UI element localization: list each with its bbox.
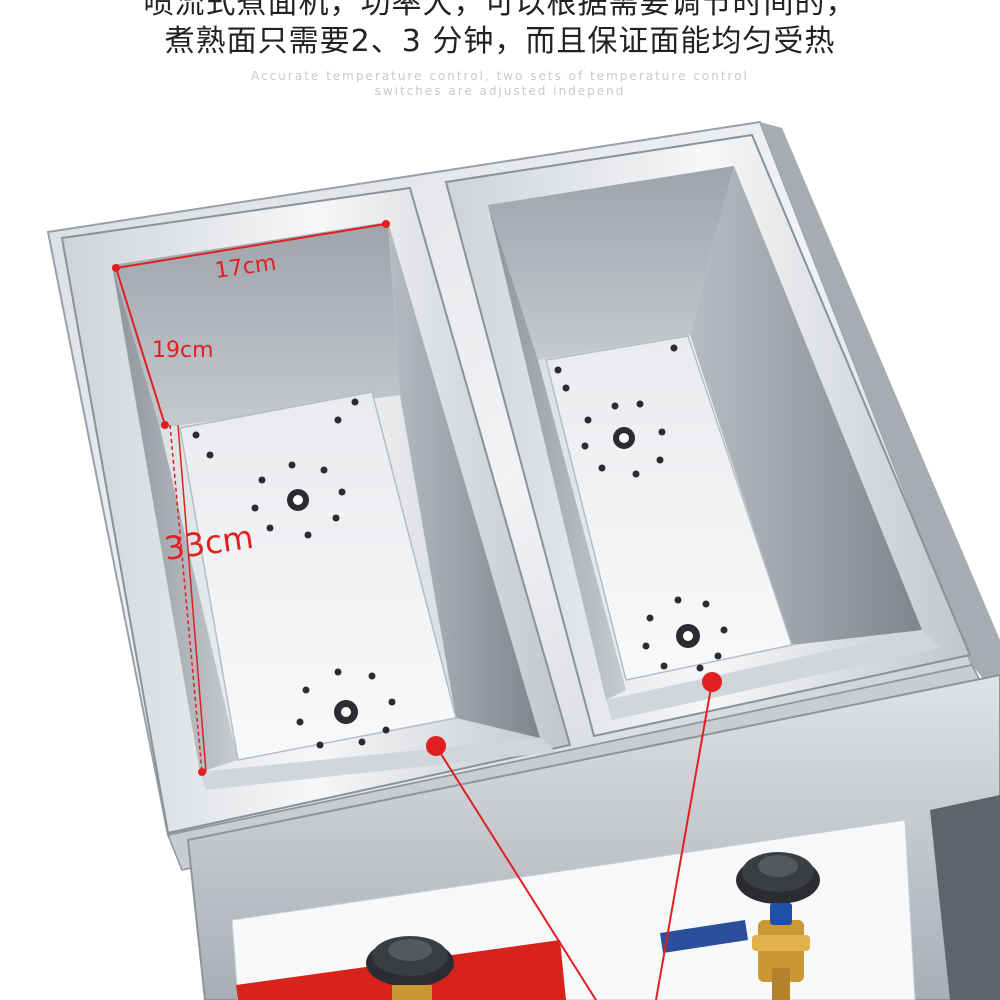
right-basin-floor — [545, 335, 793, 681]
water-valve-icon[interactable] — [752, 903, 810, 1000]
right-basin-front-lip — [606, 630, 940, 720]
right-basin-perforations — [554, 344, 728, 672]
left-basin-back-wall — [112, 222, 400, 428]
right-temperature-knob-icon[interactable] — [736, 852, 820, 904]
dimension-endpoints — [112, 220, 390, 776]
left-basin-left-wall — [112, 265, 238, 772]
right-basin-left-wall — [488, 205, 626, 700]
right-basin-back-wall — [488, 166, 734, 360]
left-basin-right-wall — [388, 222, 540, 738]
control-badge — [660, 920, 748, 953]
left-temperature-knob-icon[interactable] — [366, 936, 454, 987]
dimension-lines — [115, 223, 713, 1000]
english-caption-line-1: Accurate temperature control, two sets o… — [251, 69, 749, 83]
english-caption-line-2: switches are adjusted independ — [374, 84, 626, 98]
left-basin-perforations — [192, 398, 396, 749]
machine-body-edge — [930, 795, 1000, 1000]
right-pointer-dot-icon — [702, 672, 722, 692]
left-basin-floor — [179, 391, 457, 761]
caption-line-2: 煮熟面只需要2、3 分钟，而且保证面能均匀受热 — [164, 24, 836, 59]
left-basin-front-lip — [200, 738, 556, 790]
left-pointer-dot-icon — [426, 736, 446, 756]
right-basin-right-wall — [690, 166, 922, 645]
machine-right-side — [760, 122, 1000, 700]
caption-line-1: 喷流式煮面机，功率大，可以根据需要调节时间的， — [143, 0, 857, 21]
drain-fitting-icon — [392, 985, 432, 1000]
dimension-depth-label: 19cm — [152, 338, 214, 363]
